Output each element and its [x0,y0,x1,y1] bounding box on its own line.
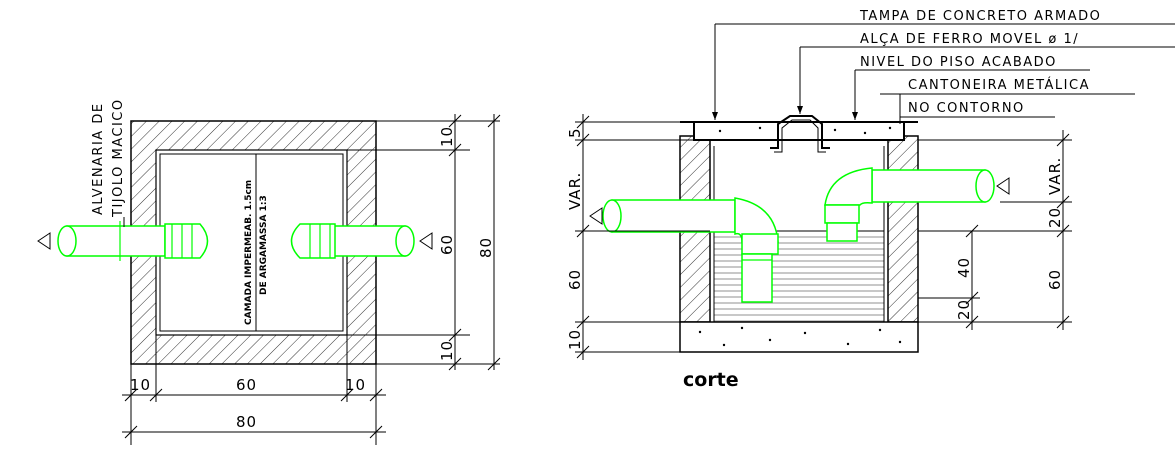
section-concrete-lid [693,121,905,141]
plan-left-arrow [37,232,51,250]
section-label-floor: NIVEL DO PISO ACABADO [860,55,1057,70]
plan-dim-right-mid: 60 [438,234,456,255]
section-right-arrow [996,177,1010,195]
plan-dim-right-bottom: 10 [438,340,456,361]
section-label-angle-2: NO CONTORNO [908,101,1025,116]
section-dim-left-5: 5 [566,127,584,138]
plan-right-dimensions [347,114,501,371]
plan-right-pipe [290,223,415,259]
plan-left-pipe [57,221,209,261]
section-dim-left-var: VAR. [566,172,584,210]
section-dim-left-10: 10 [566,329,584,350]
plan-dim-bottom-right: 10 [345,376,366,394]
section-left-dimensions [575,114,710,360]
section-right-pipe [824,167,995,242]
plan-dim-bottom-mid: 60 [236,376,257,394]
plan-dim-right-top: 10 [438,126,456,147]
plan-layer-label-2: DE ARGAMASSA 1:3 [259,195,269,295]
plan-dim-bottom-total: 80 [236,413,257,431]
section-right-wall [887,135,919,323]
section-dim-right-60: 60 [1046,269,1064,290]
plan-view: CAMADA IMPERMEAB. 1.5cm DE ARGAMASSA 1:3… [37,98,501,445]
section-left-arrow [589,207,603,225]
plan-dim-right-total: 80 [477,237,495,258]
section-dim-right-20: 20 [1046,207,1064,228]
section-dim-inner-40: 40 [955,257,973,278]
section-view: TAMPA DE CONCRETO ARMADO ALÇA DE FERRO M… [566,9,1175,391]
section-dim-inner-20: 20 [955,299,973,320]
section-label-angle-1: CANTONEIRA METÁLICA [908,77,1090,93]
section-label-handle: ALÇA DE FERRO MOVEL ø 1/ [860,32,1079,47]
section-right-dimensions [918,130,1072,330]
section-iron-handle [770,115,830,149]
plan-bottom-dimensions [122,335,386,445]
plan-wall-label-1: ALVENARIA DE [91,102,106,215]
section-base-slab [679,321,919,353]
section-title: corte [683,369,739,391]
plan-right-arrow [419,232,433,250]
section-left-pipe [602,197,779,303]
plan-layer-label-1: CAMADA IMPERMEAB. 1.5cm [244,180,254,325]
plan-dim-bottom-left: 10 [130,376,151,394]
section-water [713,230,885,323]
section-leaders [712,23,1175,124]
section-dim-right-var: VAR. [1046,157,1064,195]
plan-wall-label-2: TIJOLO MACICO [111,98,126,218]
section-label-lid: TAMPA DE CONCRETO ARMADO [859,9,1101,24]
section-dim-left-60: 60 [566,269,584,290]
